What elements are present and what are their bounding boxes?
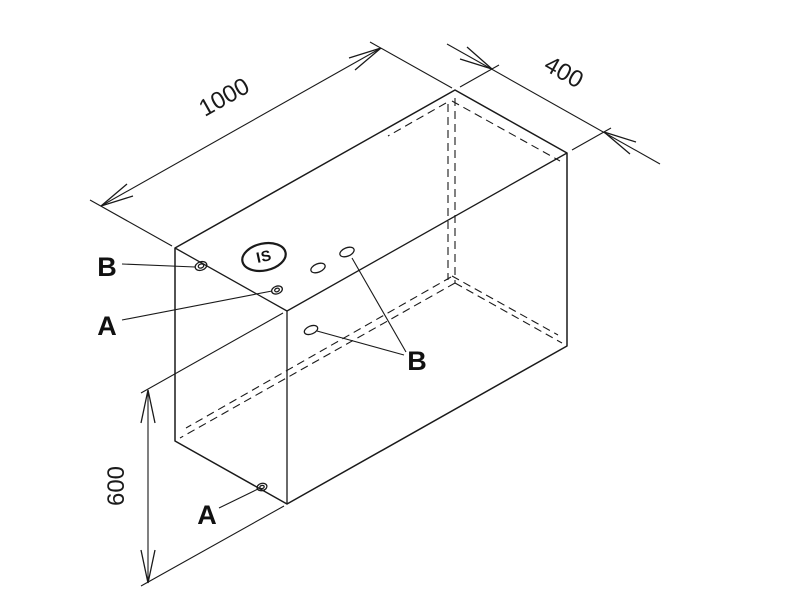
sender-logo-text: IS (255, 247, 273, 267)
hidden-edge-bottom-right-inner (451, 275, 559, 336)
dim-length-value: 1000 (194, 73, 254, 123)
label-b-mid: B (407, 346, 427, 376)
fitting-oval-1 (310, 262, 326, 274)
fitting-a-top-outer (271, 285, 283, 295)
label-b-top: B (97, 252, 117, 282)
fitting-b-top-outer (194, 260, 208, 272)
dim-length-ext-line-right (369, 41, 453, 89)
leader-a-top (121, 290, 273, 321)
dim-height-arrow-bottom-icon (140, 549, 156, 584)
hidden-edge-bottom-left-inner (185, 276, 452, 429)
dimension-height: 600 (103, 312, 285, 587)
dim-width-ext-line-right (571, 127, 612, 151)
dim-width-arrow-left-icon (459, 46, 493, 70)
tank-top-front-left-edge (174, 247, 288, 312)
hidden-inner-rim-right (451, 100, 561, 162)
fitting-a-top-inner (274, 287, 280, 293)
fitting-oval-2 (339, 246, 355, 258)
hidden-edge-bottom-left (179, 282, 456, 439)
dim-length-arrow-left-icon (100, 183, 134, 207)
leader-a-bottom (218, 488, 259, 509)
leader-lines (121, 257, 407, 509)
fitting-oval-3 (303, 324, 319, 336)
hidden-inner-rim-left (387, 102, 447, 137)
dim-width-value: 400 (540, 51, 588, 94)
fitting-a-bottom-inner (259, 484, 265, 490)
sender-logo: IS (241, 241, 287, 273)
dim-width-ext-line-left (459, 64, 500, 88)
sender-logo-oval (241, 241, 287, 273)
leader-b-mid-1 (351, 257, 407, 353)
dimension-length: 1000 (89, 41, 453, 247)
label-a-bottom: A (197, 500, 217, 530)
callout-labels: B A B A (97, 252, 427, 530)
hidden-edges (179, 98, 563, 439)
dim-width-arrow-right-icon (603, 131, 637, 155)
leader-b-mid-2 (316, 330, 405, 356)
dim-height-ext-line-bottom (140, 505, 285, 587)
hidden-edge-bottom-right (454, 282, 563, 344)
dim-length-arrow-right-icon (348, 47, 382, 71)
fitting-a-bottom-outer (256, 482, 268, 492)
fittings (194, 246, 355, 492)
tank-body (174, 89, 568, 505)
dim-width-line (446, 43, 661, 165)
dim-height-value: 600 (103, 466, 130, 506)
dim-length-line (100, 47, 382, 207)
leader-b-top (121, 263, 196, 268)
tank-outline (174, 89, 568, 505)
fitting-b-top-inner (197, 263, 205, 269)
dim-height-arrow-top-icon (140, 389, 156, 424)
label-a-top: A (97, 311, 117, 341)
tank-top-front-right-edge (286, 152, 568, 312)
dim-length-ext-line-left (89, 199, 173, 247)
dim-height-ext-line-top (140, 312, 284, 394)
